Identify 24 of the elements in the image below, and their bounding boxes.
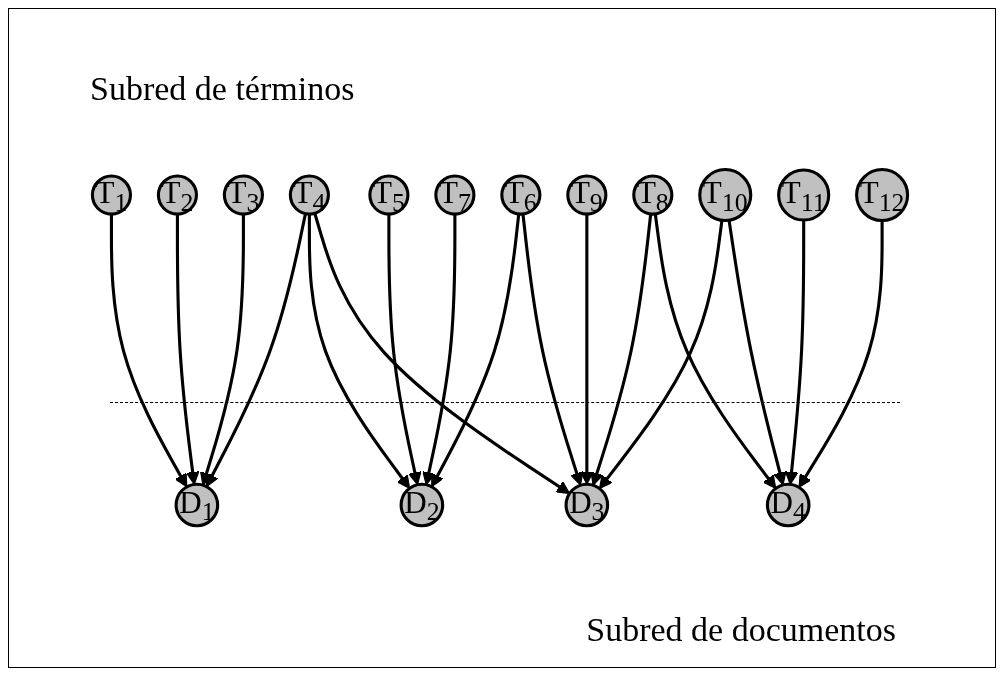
arrow <box>175 214 200 485</box>
node-circle: T$_{11}$ <box>777 168 831 222</box>
arrow <box>653 213 777 489</box>
arrow <box>205 213 307 488</box>
arrow <box>387 214 422 486</box>
arrow <box>727 220 787 486</box>
arrow <box>580 214 594 485</box>
arrow <box>422 214 457 486</box>
arrow <box>521 213 584 486</box>
node-circle: T$_{7}$ <box>434 174 476 216</box>
arrow <box>590 213 653 486</box>
section-label: Subred de documentos <box>586 611 896 649</box>
node-circle: D$_{3}$ <box>564 482 610 528</box>
arrow <box>431 213 521 488</box>
section-label: Subred de términos <box>90 70 355 108</box>
arrow <box>200 214 245 486</box>
arrow <box>784 220 806 485</box>
node-circle: T$_{12}$ <box>855 168 910 223</box>
arrow <box>313 212 571 495</box>
arrow <box>798 220 884 488</box>
arrow <box>307 214 411 489</box>
node-circle: T$_{10}$ <box>698 168 753 223</box>
arrow <box>598 220 724 490</box>
arrow <box>109 214 188 488</box>
